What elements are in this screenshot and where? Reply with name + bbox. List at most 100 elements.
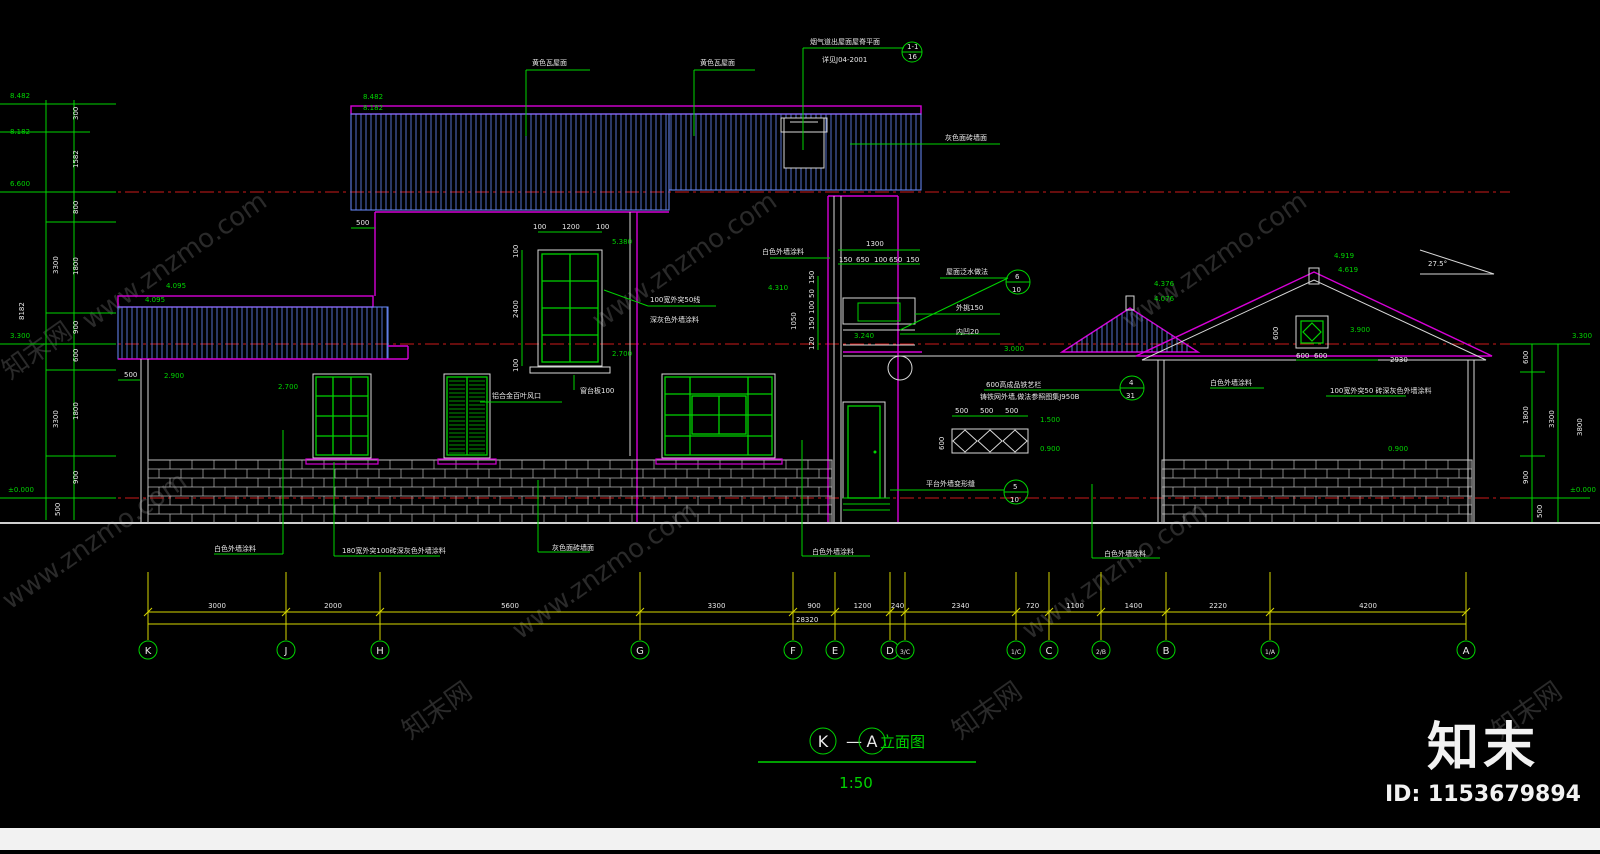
bottom-strip: [0, 828, 1600, 850]
elev-4095b: 4.095: [145, 296, 165, 304]
watermark-logo-faint: 知末网: [397, 676, 478, 745]
axis-total: 28320: [796, 616, 818, 624]
grille-dim-500a: 500: [955, 407, 968, 415]
axis-label: 2/B: [1096, 649, 1106, 656]
louver-vent: 铝合金百叶风口: [437, 373, 562, 465]
elev-3300: 3.300: [10, 332, 30, 340]
dim-3300b: 3300: [52, 410, 60, 428]
axis-dim-value: 240: [891, 602, 904, 610]
canopy-h-1050: 1050: [790, 312, 798, 330]
brick-plinth: [147, 459, 1473, 524]
chimney-circle-bottom: 16: [908, 53, 917, 61]
site-watermarks: www.znzmo.com www.znzmo.com www.znzmo.co…: [0, 186, 1568, 746]
axis-label: J: [284, 646, 288, 657]
axis-label: E: [832, 646, 838, 657]
canopy-h-120: 120: [808, 337, 816, 350]
axis-dim-value: 2340: [952, 602, 970, 610]
axis-dim-value: 3300: [708, 602, 726, 610]
entrance-door: [842, 401, 890, 511]
dim-900b: 900: [72, 471, 80, 484]
dim-500: 500: [54, 503, 62, 516]
brand-watermark: 知末 ID: 1153679894: [1378, 718, 1588, 807]
win-100b: 100: [512, 359, 520, 372]
grille-label-2: 铸铁网外墙,做法参照图集J950B: [980, 392, 1080, 401]
white-paint-right-label: 白色外墙涂料: [1104, 549, 1146, 558]
brick-pattern-right: [1161, 459, 1472, 523]
title-letter-right: A: [867, 732, 878, 751]
elev-8482: 8.482: [10, 92, 30, 100]
watermark-site-text: www.znzmo.com: [1117, 186, 1313, 336]
right-white-paint-label: 白色外墙涂料: [1210, 378, 1252, 387]
grille-c-top: 4: [1129, 379, 1134, 387]
grille-dim-500c: 500: [1005, 407, 1018, 415]
elev-4095: 4.095: [166, 282, 186, 290]
elev-3240: 3.240: [854, 332, 874, 340]
left-annotations: 白色外墙涂料 180宽外突100砖深灰色外墙涂料 灰色面砖墙面 白色外墙涂料: [214, 430, 870, 557]
canopy-sub-650b: 650: [889, 256, 902, 264]
inner-20-label: 内凹20: [956, 327, 979, 336]
axis-label: H: [376, 646, 384, 657]
win-height-2400: 2400: [512, 300, 520, 318]
gray-brick-label: 灰色面砖墙面: [552, 543, 594, 552]
right-gable-building: 4.919 4.619 4.376 4.076 27.5° 600 600 60…: [1059, 249, 1495, 522]
dim-2930: 2930: [1390, 356, 1408, 364]
watermark-logo-faint: 知末网: [0, 316, 78, 385]
axis-bubble: [1006, 640, 1026, 660]
brick-pattern-left: [147, 459, 832, 523]
elev-3000: 3.000: [1004, 345, 1024, 353]
axis-label: F: [790, 646, 796, 657]
axis-bubble: [825, 640, 845, 660]
vent-dim-600a: 600: [1296, 352, 1309, 360]
win-dim-100b: 100: [596, 223, 609, 231]
vent-dim-600b: 600: [1314, 352, 1327, 360]
dim-1800b: 1800: [72, 402, 80, 420]
dim-right-900: 900: [1522, 471, 1530, 484]
outer-150-label: 外挑150: [956, 303, 983, 312]
dim-eave-500: 500: [124, 371, 137, 379]
dim-right-3800: 3800: [1576, 418, 1584, 436]
right-elevation-column: 3.300 ±0.000 600 1800 900 500 3300 3800: [1510, 332, 1596, 522]
chimney-label: 烟气道出屋面屋脊平面: [810, 37, 880, 46]
axis-dim-value: 5600: [501, 602, 519, 610]
title-suffix: 立面图: [880, 733, 925, 751]
axis-label: 1/C: [1011, 649, 1021, 656]
elev-2900: 2.900: [164, 372, 184, 380]
title-letter-left: K: [818, 732, 829, 751]
dim-1582: 1582: [72, 150, 80, 168]
white-paint-upper-label: 白色外墙涂料: [762, 247, 804, 256]
elev-4376: 4.376: [1154, 280, 1175, 288]
dim-1800: 1800: [72, 257, 80, 275]
elev-4076: 4.076: [1154, 295, 1175, 303]
roof-elev-8482: 8.482: [363, 93, 383, 101]
roof-slope: 27.5°: [1428, 260, 1447, 268]
chimney: [783, 117, 825, 169]
canopy-side-100: 100: [808, 301, 816, 314]
dim-900: 900: [72, 321, 80, 334]
sill-label: 窗台板100: [580, 386, 614, 395]
courtyard-wall: 3.000 500 500 500 600 1.500 0.900 600高成品…: [890, 345, 1162, 559]
win-dim-100a: 100: [533, 223, 546, 231]
dim-right-600: 600: [1522, 351, 1530, 364]
canopy-c-bottom: 10: [1012, 286, 1021, 294]
elev-0000: ±0.000: [8, 486, 34, 494]
canopy-side-150a: 150: [808, 271, 816, 284]
canopy-sub-100: 100: [874, 256, 887, 264]
dim-wall-500: 500: [356, 219, 369, 227]
axis-bubble: [138, 640, 158, 660]
strip-label: 180宽外突100砖深灰色外墙涂料: [342, 546, 446, 555]
elev-2700: 2.700: [278, 383, 298, 391]
elev-8182: 8.182: [10, 128, 30, 136]
canopy-sub-150b: 150: [906, 256, 919, 264]
title-dash: —: [846, 732, 862, 751]
elev-right-0000: ±0.000: [1570, 486, 1596, 494]
axis-label: D: [886, 646, 894, 657]
elev-0900-mid: 0.900: [1040, 445, 1060, 453]
grille-label: 600高成品铁艺栏: [986, 380, 1041, 389]
roof-lower-ribs: [121, 307, 388, 359]
axis-label: 1/A: [1265, 649, 1276, 656]
axis-label: G: [636, 646, 644, 657]
axis-bubble: [1039, 640, 1059, 660]
